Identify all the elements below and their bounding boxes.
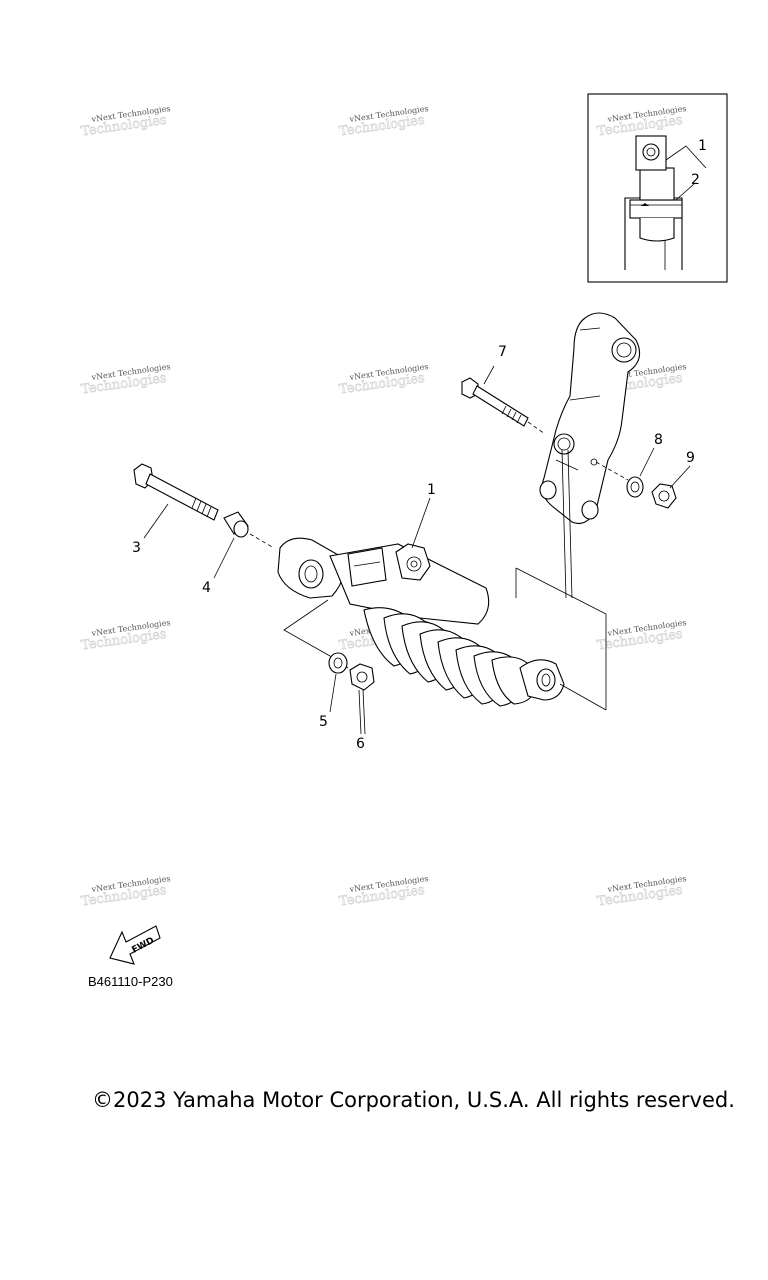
inset-lower-body bbox=[639, 218, 675, 242]
inset-leader-2 bbox=[675, 183, 695, 201]
callout-9: 9 bbox=[686, 450, 695, 466]
washer-8: 8 bbox=[595, 432, 663, 498]
washer-5: 5 bbox=[319, 652, 348, 730]
rear-shock-absorber: 1 bbox=[277, 482, 565, 707]
watermark: Technologies vNext Technologies bbox=[596, 874, 687, 910]
bolt-7: 7 bbox=[461, 344, 546, 435]
callout-3: 3 bbox=[132, 540, 141, 556]
watermark: Technologies vNext Technologies bbox=[80, 618, 171, 654]
watermark: Technologies vNext Technologies bbox=[80, 874, 171, 910]
callout-8: 8 bbox=[654, 432, 663, 448]
nut-6: 6 bbox=[349, 663, 375, 752]
collar-4: 4 bbox=[202, 511, 275, 596]
inset-callout-2: 2 bbox=[691, 172, 700, 188]
forward-arrow: FWD bbox=[109, 925, 161, 965]
bolt-3: 3 bbox=[132, 463, 219, 556]
watermark: Technologies vNext Technologies bbox=[596, 618, 687, 654]
watermark: Technologies vNext Technologies bbox=[596, 104, 687, 140]
callout-1: 1 bbox=[427, 482, 436, 498]
callout-6: 6 bbox=[356, 736, 365, 752]
callout-4: 4 bbox=[202, 580, 211, 596]
inset-callout-1: 1 bbox=[698, 138, 707, 154]
watermark: Technologies vNext Technologies bbox=[338, 874, 429, 910]
watermark: Technologies vNext Technologies bbox=[338, 362, 429, 398]
spring bbox=[363, 607, 538, 707]
watermark: Technologies vNext Technologies bbox=[80, 362, 171, 398]
diagram-code: B461110-P230 bbox=[88, 974, 173, 989]
callout-5: 5 bbox=[319, 714, 328, 730]
inset-spring-collar bbox=[629, 199, 683, 219]
inset-detail: 1 2 bbox=[587, 93, 728, 283]
nut-9: 9 bbox=[651, 450, 695, 509]
callout-7: 7 bbox=[498, 344, 507, 360]
inset-frame bbox=[587, 93, 728, 283]
watermark: Technologies vNext Technologies bbox=[338, 104, 429, 140]
inset-leader-1 bbox=[665, 145, 707, 169]
copyright-notice: ©2023 Yamaha Motor Corporation, U.S.A. A… bbox=[92, 1088, 735, 1112]
relay-arm bbox=[539, 312, 641, 525]
assembly-guides bbox=[283, 449, 607, 711]
watermark: Technologies vNext Technologies bbox=[80, 104, 171, 140]
inset-reservoir bbox=[639, 167, 675, 201]
fwd-arrow-icon bbox=[109, 925, 161, 965]
